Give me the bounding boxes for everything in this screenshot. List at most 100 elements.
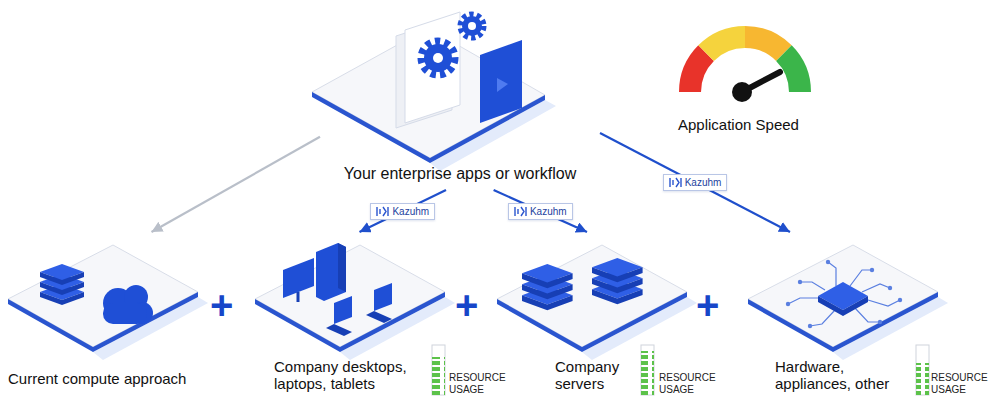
tile-caption: Current compute approach — [8, 370, 213, 387]
circuit-lines-part — [862, 284, 890, 292]
circuit-dots-part — [898, 298, 902, 302]
resource-usage-label: RESOURCE USAGE — [659, 372, 721, 395]
speed-gauge-part — [784, 53, 800, 92]
edge-label: Kazuhm — [392, 206, 429, 217]
resource-bar — [916, 345, 929, 395]
resource-bar-part — [432, 357, 445, 395]
circuit-dots-part — [798, 280, 802, 284]
resource-usage-label: RESOURCE USAGE — [449, 372, 511, 395]
gear-icon-part — [433, 53, 443, 63]
cloud-icon-part — [103, 303, 147, 324]
circuit-lines-part — [828, 262, 836, 286]
devices-tile — [255, 243, 455, 360]
devices-tile-part — [326, 324, 352, 336]
resource-bar-part — [641, 351, 654, 395]
resource-bar-part — [916, 363, 929, 395]
circuit-lines-part — [788, 298, 818, 304]
circuit-lines-part — [800, 282, 825, 290]
kazuhm-badge: Kazuhm — [663, 174, 728, 191]
hardware-node: Hardware, appliances, other — [748, 232, 958, 399]
resource-bar-part — [916, 345, 929, 395]
compute-tile-part — [8, 245, 208, 360]
gauge-caption: Application Speed — [678, 116, 818, 134]
tablet-icon — [480, 40, 522, 123]
devices-tile-part — [297, 292, 300, 302]
tablet-icon-part — [497, 78, 508, 92]
plus-sign: + — [455, 285, 481, 325]
speed-gauge-part — [690, 53, 706, 92]
kazuhm-logo — [669, 177, 682, 188]
kazuhm-badge: Kazuhm — [370, 203, 435, 220]
circuit-dots-part — [888, 286, 892, 290]
compute-tile — [8, 245, 208, 360]
resource-usage-label: RESOURCE USAGE — [931, 372, 991, 395]
flow-arrow — [360, 190, 447, 232]
gear-icon-part — [424, 44, 452, 72]
workflow-tile — [312, 12, 556, 171]
circuit-lines-part — [868, 300, 900, 306]
plus-sign: + — [696, 285, 722, 325]
speed-gauge — [690, 37, 800, 102]
circuit-lines-part — [810, 310, 835, 326]
workflow-tile-part — [405, 12, 460, 123]
kazuhm-logo — [376, 206, 389, 217]
devices-tile-part — [334, 296, 352, 324]
cloud-icon — [103, 285, 153, 324]
speed-gauge-part — [745, 37, 784, 53]
plus-sign: + — [696, 285, 722, 325]
devices-node: Company desktops, laptops, tablets — [255, 232, 445, 399]
kazuhm-logo-mark — [377, 207, 388, 216]
hardware-tile-part — [748, 245, 948, 360]
circuit-dots-part — [878, 320, 882, 324]
devices-tile-part — [374, 283, 392, 311]
hardware-tile-part — [818, 296, 868, 316]
devices-tile-part — [366, 311, 392, 323]
servers-tile-part — [497, 245, 697, 360]
tile-caption: Hardware, appliances, other — [775, 358, 915, 393]
tablet-icon-part — [480, 40, 522, 123]
devices-tile-part — [338, 243, 346, 292]
gear-icon-part — [468, 22, 476, 30]
flow-arrow — [494, 190, 587, 232]
circuit-lines-part — [855, 308, 880, 322]
servers-tile-part — [522, 264, 573, 288]
plus-sign: + — [210, 285, 236, 325]
kazuhm-logo — [514, 206, 527, 217]
servers-tile-part — [592, 258, 643, 282]
devices-tile-part — [255, 245, 455, 360]
circuit-dots-part — [786, 302, 790, 306]
gear-icon-part — [462, 16, 482, 36]
resource-bar — [432, 345, 445, 395]
compute-node: Current compute approach — [8, 232, 213, 394]
tile-caption: Company desktops, laptops, tablets — [274, 358, 424, 393]
servers-tile — [497, 245, 697, 360]
tile-caption: Company servers — [555, 358, 640, 393]
resource-bar-part — [641, 345, 654, 395]
resource-usage-label: RESOURCE USAGE — [659, 372, 721, 395]
circuit-dots — [786, 260, 902, 328]
flow-arrow — [152, 137, 321, 232]
flow-arrow — [600, 133, 790, 232]
gauge-caption: Application Speed — [678, 116, 818, 134]
devices-tile-part — [316, 243, 346, 301]
hardware-tile — [748, 245, 948, 360]
resource-usage-label: RESOURCE USAGE — [449, 372, 511, 395]
compute-tile-part — [40, 264, 84, 285]
tile-caption: Your enterprise apps or workflow — [320, 165, 600, 183]
speed-gauge-part — [732, 82, 752, 102]
plus-sign: + — [210, 285, 236, 325]
resource-bar — [641, 345, 654, 395]
circuit-dots-part — [870, 268, 874, 272]
kazuhm-logo-mark — [515, 207, 526, 216]
resource-bar-part — [432, 345, 445, 395]
circuit-dots-part — [808, 324, 812, 328]
resource-usage-label: RESOURCE USAGE — [931, 372, 991, 395]
plus-sign: + — [455, 285, 481, 325]
edge-label: Kazuhm — [685, 177, 722, 188]
speed-gauge-part — [706, 37, 745, 53]
